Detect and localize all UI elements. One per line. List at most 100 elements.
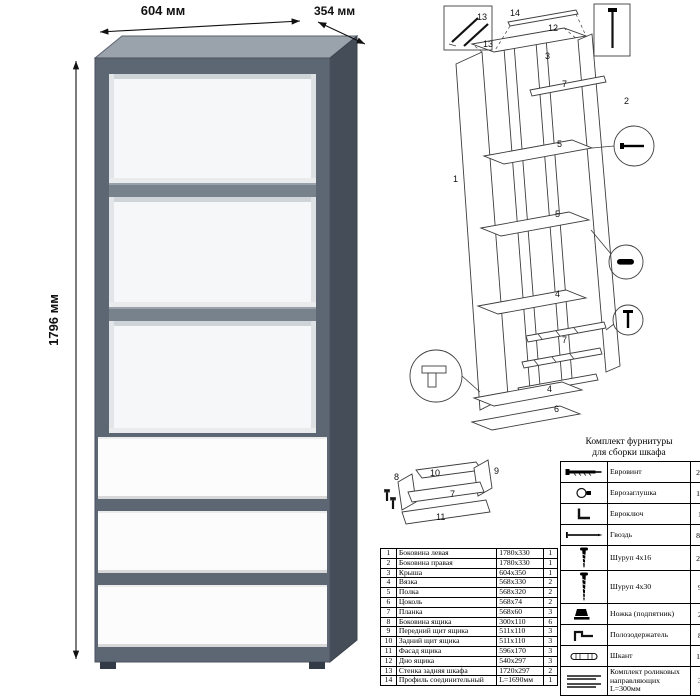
screw-4x16-icon [560,545,608,571]
product-illustration: 604 мм 354 мм 1796 мм [46,3,366,669]
part-size: 1780x330 [496,557,544,569]
tie-part [476,289,588,315]
bookcase-render [93,34,359,669]
nail-icon [560,524,608,546]
part-row: 10 Задний щит ящика 511x110 3 [380,636,559,647]
drawer-rail-part [521,347,603,369]
cabinet-side-face [329,34,358,664]
part-number: 1 [380,548,397,559]
hardware-row: Шуруп 4x16 24 [560,545,700,571]
part-row: 12 Дно ящика 540x297 3 [380,655,559,667]
screw-icon [463,23,489,47]
hardware-kit-table: Евровинт 28 Еврозаглушка 12 Евроключ 1 [560,461,700,696]
part-number: 5 [380,587,397,598]
hardware-row: Еврозаглушка 12 [560,482,700,504]
dowel-icon [560,645,608,667]
hardware-row: Евроключ 1 [560,503,700,525]
screw-detail-boxes [443,3,631,57]
hardware-item-name: Ножка (подпятник) [607,603,691,625]
hardware-item-qty: 9 [690,570,700,604]
bottom-tie-part [472,381,584,407]
height-dimension-label: 1796 мм [46,294,61,346]
part-callout-12: 12 [548,23,558,33]
part-qty: 3 [542,645,559,657]
hardware-row: Полозодержатель 8 [560,624,700,646]
plinth-part [470,405,582,431]
part-size: 596x170 [496,645,544,657]
parts-list-table: 1 Боковина левая 1780x330 1 2 Боковина п… [380,548,559,687]
screw-detail-circle [612,304,644,336]
dimension-annotations: 604 мм 354 мм 1796 мм [46,3,366,659]
part-callout-13: 13 [477,12,487,22]
euroscrew-icon [560,461,608,483]
connecting-profile-part [507,9,579,27]
part-number: 11 [380,645,397,657]
part-row: 6 Цоколь 568x74 2 [380,596,559,608]
part-qty: 2 [542,596,559,608]
drawer-facade-part [401,499,491,525]
fastener-detail-circles [409,125,655,403]
foot-icon [560,603,608,625]
part-size: 568x74 [496,596,544,608]
hardware-item-name: Шкант [607,645,691,667]
shelf-front-edge [109,307,316,321]
hardware-kit-title-line2: для сборки шкафа [592,448,666,458]
hardware-item-name: Шуруп 4x30 [607,570,691,604]
roller-rails-icon [560,666,608,696]
part-number: 7 [380,606,397,618]
part-size: 1780x330 [496,548,544,559]
open-shelf-compartments [109,74,316,433]
part-row: 11 Фасад ящика 596x170 3 [380,645,559,657]
width-dimension-arrow [99,18,301,35]
drawer-front [98,511,327,573]
hardware-row: Гвоздь 80 [560,524,700,546]
right-side-part [577,33,621,373]
part-name: Планка [395,606,498,618]
hardware-item-qty: 24 [690,545,700,571]
part-name: Полка [395,587,498,598]
hardware-row: Ножка (подпятник) 2 [560,603,700,625]
part-qty: 3 [542,606,559,618]
hardware-item-qty: 2 [690,603,700,625]
part-callout-4: 4 [547,384,552,394]
hardware-row: Шуруп 4x30 9 [560,570,700,604]
part-row: 1 Боковина левая 1780x330 1 [380,548,559,559]
hardware-item-name: Еврозаглушка [607,482,691,504]
hardware-kit-title-line1: Комплект фурнитуры [585,437,673,447]
part-row: 5 Полка 568x320 2 [380,587,559,598]
width-dimension-label: 604 мм [141,3,186,18]
screw-4x30-icon [560,570,608,604]
hex-key-icon [560,503,608,525]
euro-plug-icon [560,482,608,504]
part-number: 2 [380,557,397,569]
dowel-icon [617,259,634,265]
hardware-item-name: Евроключ [607,503,691,525]
part-size: 568x60 [496,606,544,618]
part-callout-10: 10 [430,468,440,478]
part-callout-1: 1 [453,174,458,184]
part-qty: 1 [542,675,559,687]
drawer-front-shield-part [407,481,485,503]
hardware-item-name: Полозодержатель [607,624,691,646]
hardware-item-qty: 1 [690,503,700,525]
part-size: 540x297 [496,655,544,667]
part-name: Боковина правая [395,557,498,569]
part-qty: 1 [542,557,559,569]
hardware-row: Шкант 12 [560,645,700,667]
cabinet-top-face [93,35,359,59]
shelf-front-edge [109,183,316,197]
part-number: 12 [380,655,397,667]
fastener-callout-box [593,3,631,57]
drawer-front [98,585,327,647]
part-callout-7: 7 [562,79,567,89]
screw-icon [626,311,630,328]
part-callout-5: 5 [557,139,562,149]
drawer-fronts [98,437,327,647]
depth-dimension-label: 354 мм [314,4,355,18]
hardware-item-qty: 28 [690,461,700,483]
cabinet-exploded-wireframe [455,9,621,431]
part-callout-4: 4 [555,289,560,299]
part-name: Задний щит ящика [395,636,498,647]
